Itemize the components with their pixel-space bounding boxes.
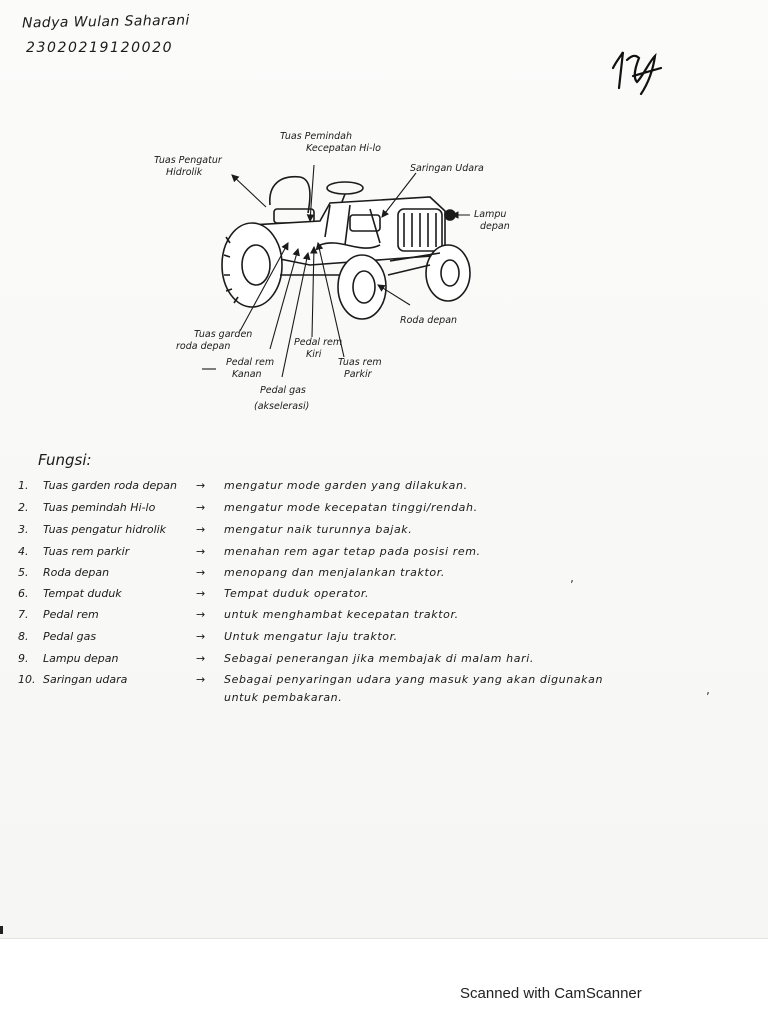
item-description: Sebagai penerangan jika membajak di mala… xyxy=(224,652,534,665)
item-number: 10. xyxy=(18,673,36,686)
arrow-icon: → xyxy=(196,608,206,621)
label-pedal-rem-kanan-1: Pedal rem xyxy=(226,357,274,368)
label-tuas-rem-parkir-2: Parkir xyxy=(344,369,373,380)
item-number: 4. xyxy=(18,545,29,558)
item-part: Tuas garden roda depan xyxy=(43,479,177,492)
item-description: Tempat duduk operator. xyxy=(224,587,370,600)
item-number: 3. xyxy=(18,523,29,536)
arrow-icon: → xyxy=(196,587,206,600)
item-part: Pedal gas xyxy=(43,630,97,643)
label-saringan-udara: Saringan Udara xyxy=(410,163,484,174)
item-number: 7. xyxy=(18,608,29,621)
label-pedal-rem-kiri-1: Pedal rem xyxy=(294,337,342,348)
item-number: 2. xyxy=(18,501,29,514)
arrow-icon: → xyxy=(196,545,206,558)
item-part: Tuas pemindah Hi-lo xyxy=(43,501,156,514)
tractor-diagram: Tuas Pengatur Hidrolik Tuas Pemindah Kec… xyxy=(154,131,510,412)
label-pedal-rem-kiri-2: Kiri xyxy=(306,349,322,360)
label-tuas-pemindah-2: Kecepatan Hi-lo xyxy=(306,143,381,154)
label-pedal-gas-1: Pedal gas xyxy=(260,385,306,396)
page-edge-mark xyxy=(0,926,3,934)
item-number: 5. xyxy=(18,566,29,579)
item-description: untuk menghambat kecepatan traktor. xyxy=(224,608,459,621)
item-part: Tempat duduk xyxy=(43,587,122,600)
item-description: menopang dan menjalankan traktor. xyxy=(224,566,445,579)
arrow-icon: → xyxy=(196,566,206,579)
arrow-icon: → xyxy=(196,673,206,686)
label-tuas-pemindah-1: Tuas Pemindah xyxy=(280,131,352,142)
item-part: Saringan udara xyxy=(43,673,128,686)
label-tuas-pengatur-hidrolik-1: Tuas Pengatur xyxy=(154,155,223,166)
item-part: Roda depan xyxy=(43,566,110,579)
arrow-icon: → xyxy=(196,523,206,536)
item-number: 6. xyxy=(18,587,29,600)
label-tuas-pengatur-hidrolik-2: Hidrolik xyxy=(166,167,203,178)
arrow-icon: → xyxy=(196,479,206,492)
stray-pen-mark: ʼ xyxy=(706,690,710,704)
item-description: mengatur mode garden yang dilakukan. xyxy=(224,479,468,492)
label-lampu-depan-2: depan xyxy=(480,221,510,232)
item-description: Sebagai penyaringan udara yang masuk yan… xyxy=(224,673,604,686)
tractor-drawing xyxy=(221,176,471,320)
scanner-watermark: Scanned with CamScanner xyxy=(460,985,642,1002)
item-part: Tuas pengatur hidrolik xyxy=(43,523,167,536)
label-tuas-garden-2: roda depan xyxy=(176,341,230,352)
signature-mark xyxy=(611,51,663,96)
item-part: Pedal rem xyxy=(43,608,99,621)
item-description: menahan rem agar tetap pada posisi rem. xyxy=(224,545,481,558)
item-part: Lampu depan xyxy=(43,652,119,665)
item-description: mengatur naik turunnya bajak. xyxy=(224,523,413,536)
item-number: 9. xyxy=(18,652,29,665)
item-part: Tuas rem parkir xyxy=(43,545,130,558)
function-row-10-continuation: untuk pembakaran. xyxy=(224,691,343,704)
arrow-icon: → xyxy=(196,652,206,665)
label-pedal-gas-2: (akselerasi) xyxy=(254,401,309,412)
author-name: Nadya Wulan Saharani xyxy=(21,12,190,32)
label-roda-depan: Roda depan xyxy=(400,315,457,326)
scanned-page: Nadya Wulan Saharani 23020219120020 xyxy=(0,0,768,939)
item-number: 8. xyxy=(18,630,29,643)
stray-pen-mark: ʼ xyxy=(570,578,574,592)
item-number: 1. xyxy=(18,479,29,492)
item-description: mengatur mode kecepatan tinggi/rendah. xyxy=(224,501,478,514)
label-tuas-rem-parkir-1: Tuas rem xyxy=(338,357,382,368)
label-pedal-rem-kanan-2: Kanan xyxy=(232,369,262,380)
functions-title: Fungsi: xyxy=(38,451,92,469)
label-tuas-garden-1: Tuas garden xyxy=(194,329,252,340)
arrow-icon: → xyxy=(196,630,206,643)
item-description: Untuk mengatur laju traktor. xyxy=(224,630,398,643)
student-id: 23020219120020 xyxy=(26,40,174,56)
arrow-icon: → xyxy=(196,501,206,514)
label-lampu-depan-1: Lampu xyxy=(474,209,506,220)
